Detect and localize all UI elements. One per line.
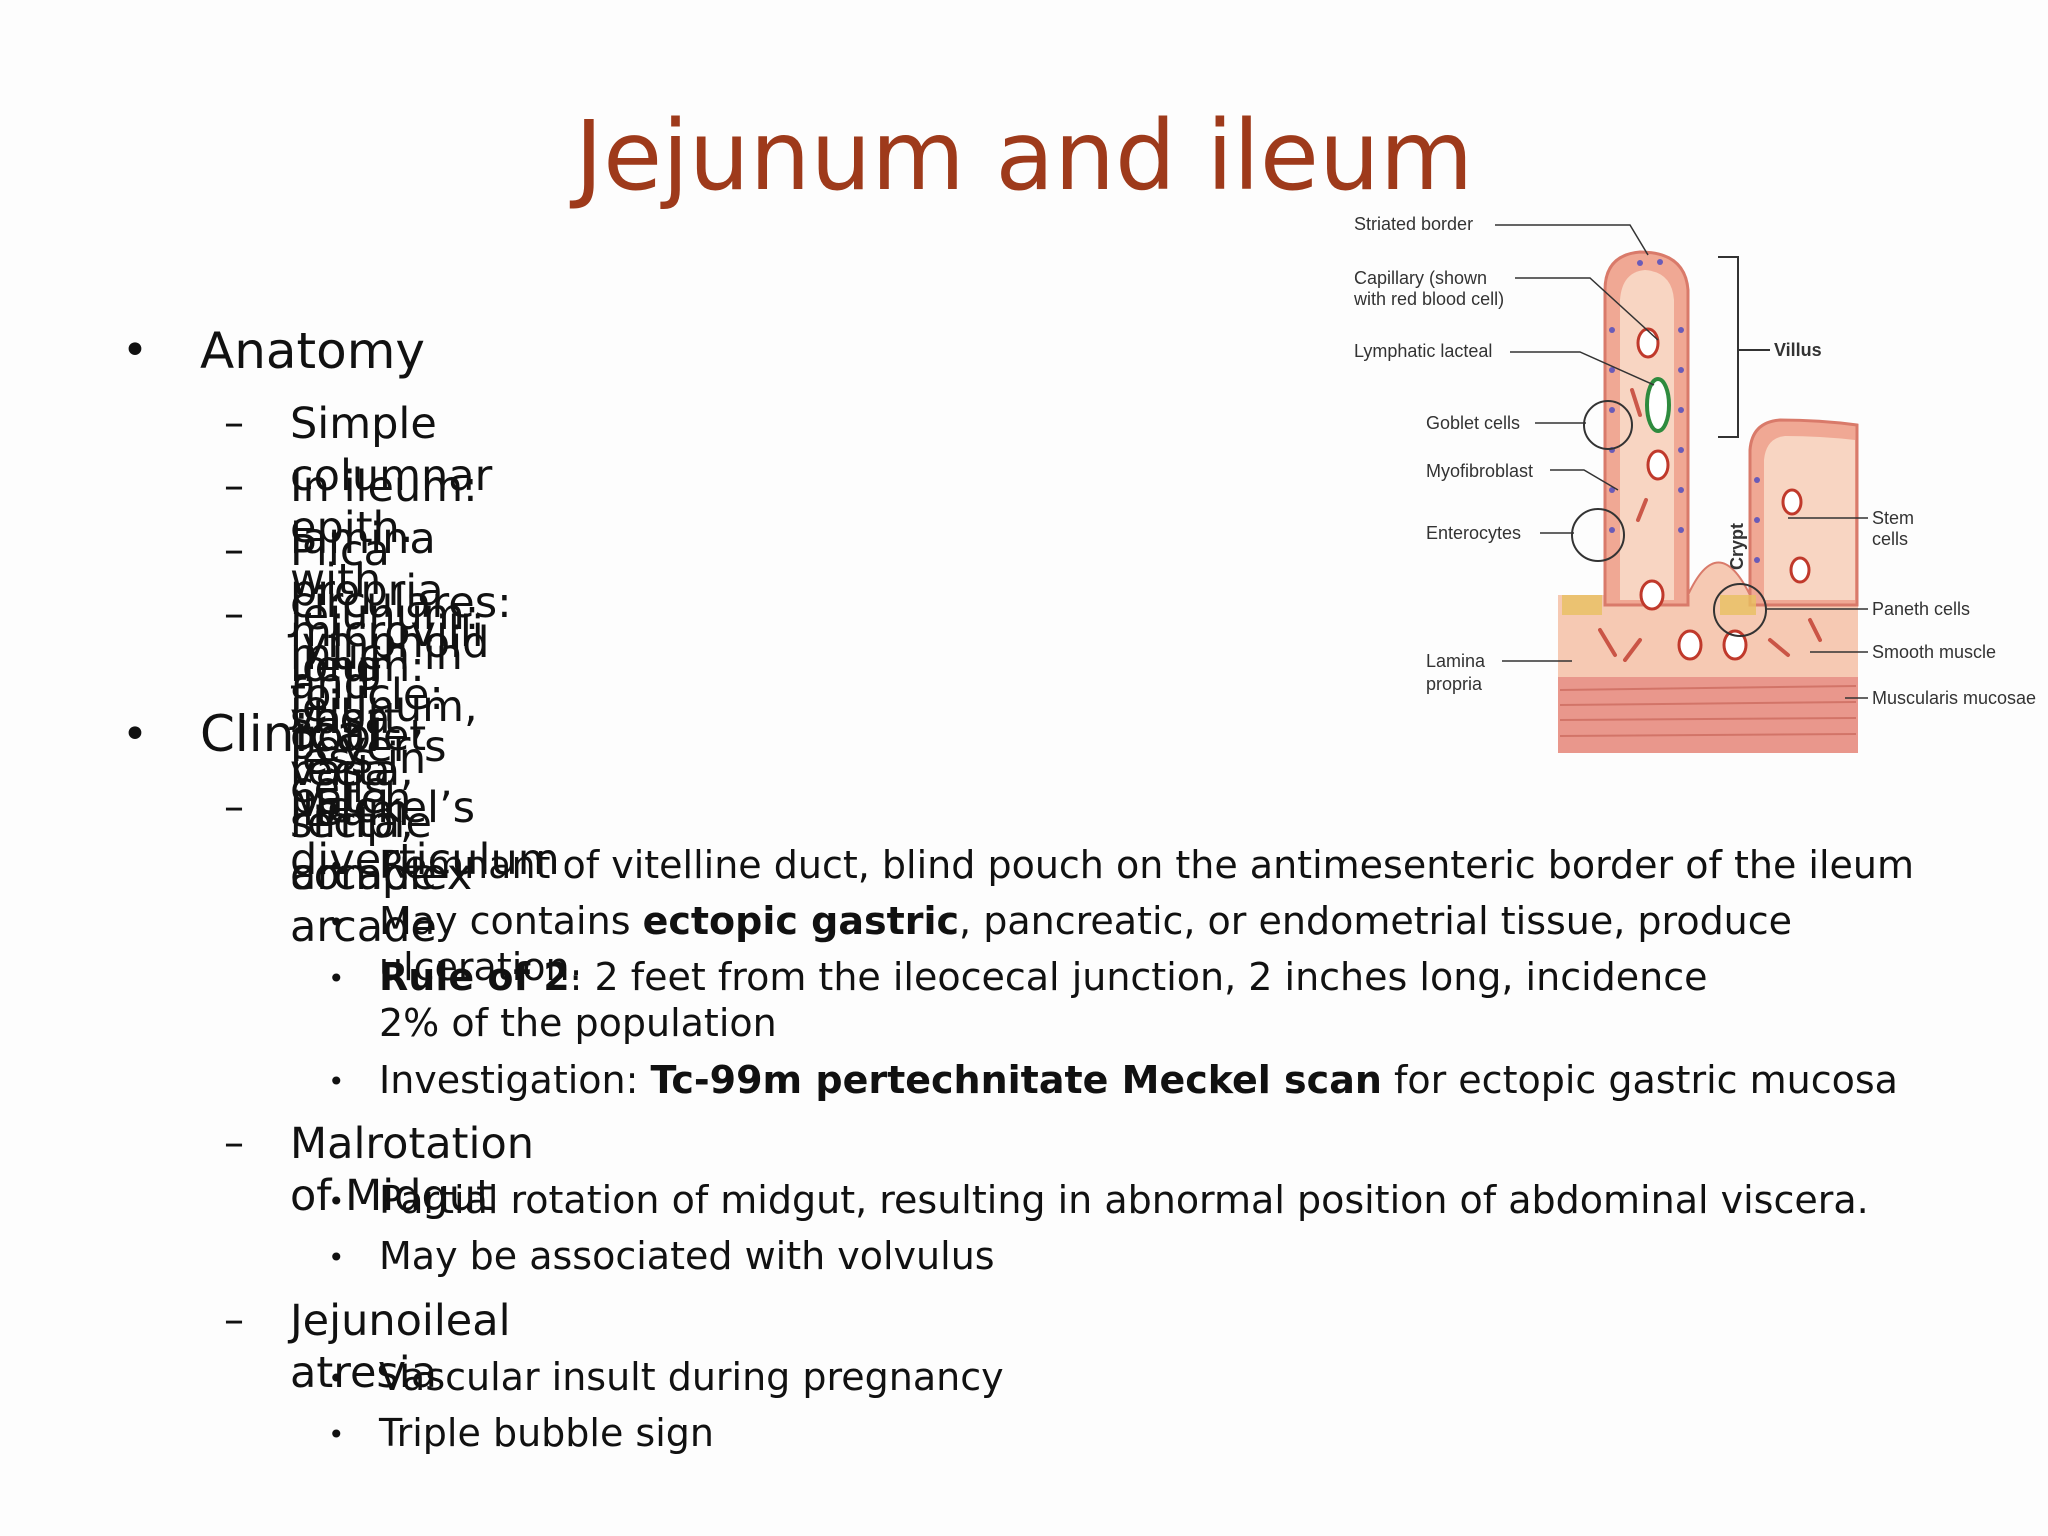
- label-muscularis: Muscularis mucosae: [1872, 688, 2036, 708]
- bullet-dot: •: [328, 850, 345, 883]
- label-paneth: Paneth cells: [1872, 599, 1970, 619]
- atresia-bullet: Triple bubble sign: [379, 1411, 714, 1455]
- bullet-dot: •: [328, 906, 345, 939]
- villus-diagram: Striated border Capillary (shown with re…: [1353, 214, 2036, 753]
- label-lamina: Lamina: [1426, 651, 1486, 671]
- bullet-dot: •: [328, 1418, 345, 1451]
- anatomy-item: Plica circulares: much in jejunum, less …: [290, 526, 512, 836]
- meckel-bullet: Remnant of vitelline duct, blind pouch o…: [379, 843, 1914, 887]
- dash-marker: –: [224, 1120, 244, 1166]
- malrotation-bullet: Partial rotation of midgut, resulting in…: [379, 1178, 1869, 1222]
- atresia-bullet: Vascular insult during pregnancy: [379, 1355, 1004, 1399]
- meckel-bullet: Investigation: Tc-99m pertechnitate Meck…: [379, 1058, 1898, 1102]
- label-striated-border: Striated border: [1354, 214, 1473, 234]
- meckel-bullet: May contains ectopic gastric, pancreatic…: [379, 899, 1793, 989]
- malrotation-heading: Malrotation of Midgut: [290, 1119, 535, 1221]
- label-villus: Villus: [1774, 340, 1822, 360]
- label-lymphatic: Lymphatic lacteal: [1354, 341, 1492, 361]
- anatomy-item: In ileum: lamina propria lymphoid follic…: [290, 462, 490, 824]
- label-stem: Stem: [1872, 508, 1914, 528]
- label-crypt: Crypt: [1727, 523, 1747, 570]
- label-smooth-muscle: Smooth muscle: [1872, 642, 1996, 662]
- bullet-dot: •: [122, 325, 148, 376]
- label-stem: cells: [1872, 529, 1908, 549]
- meckel-bullet: Rule of 2: 2 feet from the ileocecal jun…: [379, 955, 1708, 1045]
- label-myofibroblast: Myofibroblast: [1426, 461, 1533, 481]
- label-lamina: propria: [1426, 674, 1483, 694]
- anatomy-item: Simple columnar epith. with microvilli a…: [290, 399, 493, 813]
- lacteal: [1645, 377, 1671, 433]
- bullet-dot: •: [328, 962, 345, 995]
- bullet-dot: •: [328, 1065, 345, 1098]
- bullet-dot: •: [328, 1241, 345, 1274]
- anatomy-item: Ileum: short vasa recta, complex arcade: [290, 642, 473, 952]
- dash-marker: –: [224, 1297, 244, 1343]
- atresia-heading: Jejunoileal atresia: [290, 1296, 511, 1398]
- bullet-dot: •: [328, 1185, 345, 1218]
- dash-marker: –: [224, 784, 244, 830]
- meckel-heading: Meckel’s diverticulum: [290, 783, 560, 885]
- anatomy-heading: Anatomy: [200, 322, 426, 380]
- label-capillary: Capillary (shown: [1354, 268, 1487, 288]
- dash-marker: –: [224, 591, 244, 637]
- dash-marker: –: [224, 463, 244, 509]
- slide-title: Jejunum and ileum: [574, 100, 1474, 212]
- label-goblet: Goblet cells: [1426, 413, 1520, 433]
- dash-marker: –: [224, 400, 244, 446]
- anatomy-item: Jejunum: long vasa recta, simple arcade: [290, 590, 480, 900]
- bullet-dot: •: [122, 709, 148, 760]
- label-enterocytes: Enterocytes: [1426, 523, 1521, 543]
- malrotation-bullet: May be associated with volvulus: [379, 1234, 995, 1278]
- label-capillary: with red blood cell): [1353, 289, 1504, 309]
- dash-marker: –: [224, 527, 244, 573]
- bullet-dot: •: [328, 1362, 345, 1395]
- clinical-heading: Clinical: [200, 705, 381, 763]
- villus-core: [1620, 270, 1674, 600]
